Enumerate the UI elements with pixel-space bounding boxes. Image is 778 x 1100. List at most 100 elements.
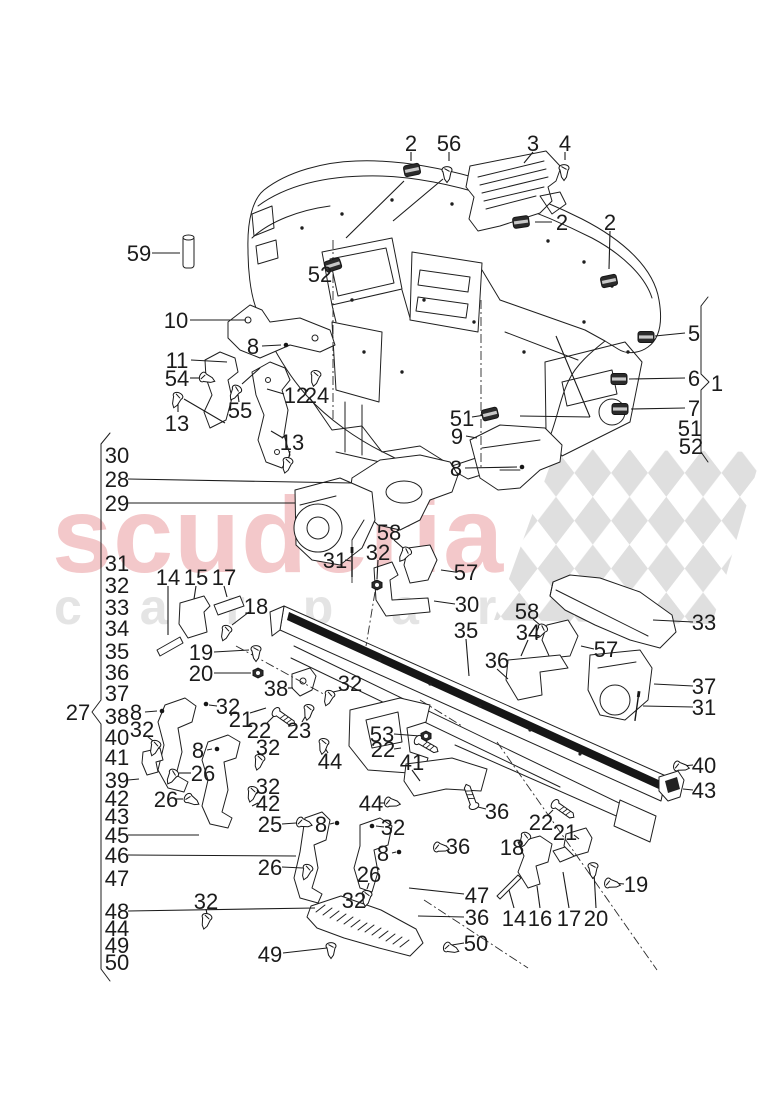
clamp-38 (291, 667, 317, 697)
part-callout-8: 8 (247, 334, 259, 359)
bracket-15 (178, 595, 211, 639)
leader-line (329, 822, 335, 825)
leader-line (183, 398, 226, 424)
part-callout-20: 20 (584, 906, 608, 931)
part-callout-12: 12 (284, 383, 308, 408)
duct-9 (469, 424, 563, 491)
bracket-16 (517, 835, 553, 889)
part-callout-26: 26 (258, 855, 282, 880)
part-callout-42: 42 (105, 786, 129, 811)
part-callout-44: 44 (318, 749, 342, 774)
leader-line (332, 689, 343, 693)
part-callout-31: 31 (323, 548, 347, 573)
part-callout-31: 31 (692, 695, 716, 720)
bracket-47 (353, 817, 393, 893)
part-callout-21: 21 (229, 707, 253, 732)
leader-line (433, 600, 456, 605)
leader-line (520, 639, 529, 657)
leader-line (496, 668, 509, 680)
part-callout-36: 36 (465, 905, 489, 930)
part-callout-48: 48 (105, 899, 129, 924)
part-callout-54: 54 (165, 366, 189, 391)
bracket-30 (373, 561, 431, 617)
part-callout-41: 41 (105, 745, 129, 770)
bracket-left-a (157, 697, 197, 793)
part-callout-22: 22 (247, 718, 271, 743)
leader-line (366, 882, 370, 890)
leader-line (417, 915, 465, 918)
part-callout-36: 36 (446, 834, 470, 859)
cylinder-part (182, 234, 195, 269)
part-callout-24: 24 (305, 383, 329, 408)
leader-line (519, 415, 591, 418)
part-callout-40: 40 (105, 725, 129, 750)
clip-icon (637, 331, 655, 343)
part-callout-33: 33 (105, 595, 129, 620)
leader-line (464, 466, 518, 469)
leader-line (146, 735, 154, 742)
part-callout-51: 51 (450, 406, 474, 431)
leader-line (391, 851, 397, 854)
part-callout-43: 43 (105, 804, 129, 829)
part-callout-18: 18 (500, 835, 524, 860)
nut-icon (252, 667, 264, 679)
part-callout-35: 35 (105, 639, 129, 664)
part-callout-28: 28 (105, 467, 129, 492)
pin-14 (156, 636, 184, 657)
leader-line (282, 947, 328, 954)
part-callout-18: 18 (244, 594, 268, 619)
part-callout-4: 4 (559, 131, 571, 156)
part-callout-46: 46 (105, 843, 129, 868)
part-callout-44: 44 (359, 791, 383, 816)
part-callout-30: 30 (105, 443, 129, 468)
clip-icon (610, 373, 628, 385)
part-callout-32: 32 (194, 889, 218, 914)
leader-line (144, 710, 158, 713)
leader-line (281, 822, 297, 825)
construction-line (419, 699, 463, 727)
bracket-21b (563, 827, 593, 857)
part-callout-7: 7 (688, 396, 700, 421)
part-callout-39: 39 (105, 768, 129, 793)
leader-line (344, 559, 352, 562)
leader-line (562, 871, 570, 909)
part-callout-30: 30 (455, 592, 479, 617)
leader-dot (369, 823, 375, 829)
bracket-11 (203, 351, 239, 429)
leader-line (213, 649, 250, 653)
construction-lines (235, 240, 658, 971)
part-callout-13: 13 (165, 411, 189, 436)
leader-dot (334, 820, 340, 826)
part-callout-20: 20 (189, 661, 213, 686)
part-callout-8: 8 (377, 841, 389, 866)
part-callout-2: 2 (556, 210, 568, 235)
part-callout-32: 32 (256, 735, 280, 760)
leader-line (465, 638, 470, 677)
leader-dot (159, 708, 165, 714)
leader-line (127, 478, 353, 484)
part-callout-36: 36 (105, 660, 129, 685)
leader-line (249, 707, 267, 714)
group-brace-27 (91, 432, 111, 982)
screw-icon (441, 940, 461, 957)
leader-lines (127, 151, 694, 954)
part-callout-49: 49 (105, 933, 129, 958)
part-callout-38: 38 (105, 704, 129, 729)
clip-43 (658, 770, 685, 802)
leader-dot (519, 464, 525, 470)
part-callout-32: 32 (338, 671, 362, 696)
part-callout-36: 36 (485, 648, 509, 673)
rail-17 (213, 595, 245, 616)
leader-line (652, 619, 694, 623)
screw-icon (182, 791, 202, 810)
screw-icon (325, 942, 337, 959)
leader-line (654, 332, 686, 337)
part-callout-8: 8 (315, 812, 327, 837)
part-callout-26: 26 (154, 787, 178, 812)
dashboard-body (247, 160, 662, 480)
leader-line (392, 178, 444, 222)
leader-line (266, 388, 285, 395)
leader-dot (203, 701, 209, 707)
